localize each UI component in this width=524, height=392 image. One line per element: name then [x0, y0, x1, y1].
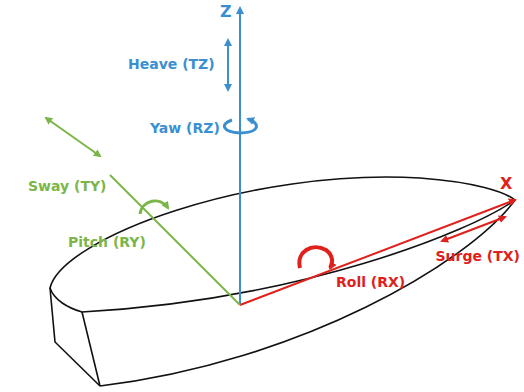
motion-label: Surge (TX) — [436, 248, 521, 264]
axis-letter: Z — [220, 4, 232, 20]
motion-label: Pitch (RY) — [68, 234, 146, 250]
hull — [50, 177, 515, 386]
motion-label: Roll (RX) — [336, 274, 405, 290]
motion-label: Heave (TZ) — [128, 56, 215, 72]
y-axis — [46, 118, 240, 305]
motion-label: Sway (TY) — [28, 178, 107, 194]
z-axis — [224, 8, 256, 305]
axis-letter: X — [500, 176, 512, 192]
motion-label: Yaw (RZ) — [150, 120, 220, 136]
